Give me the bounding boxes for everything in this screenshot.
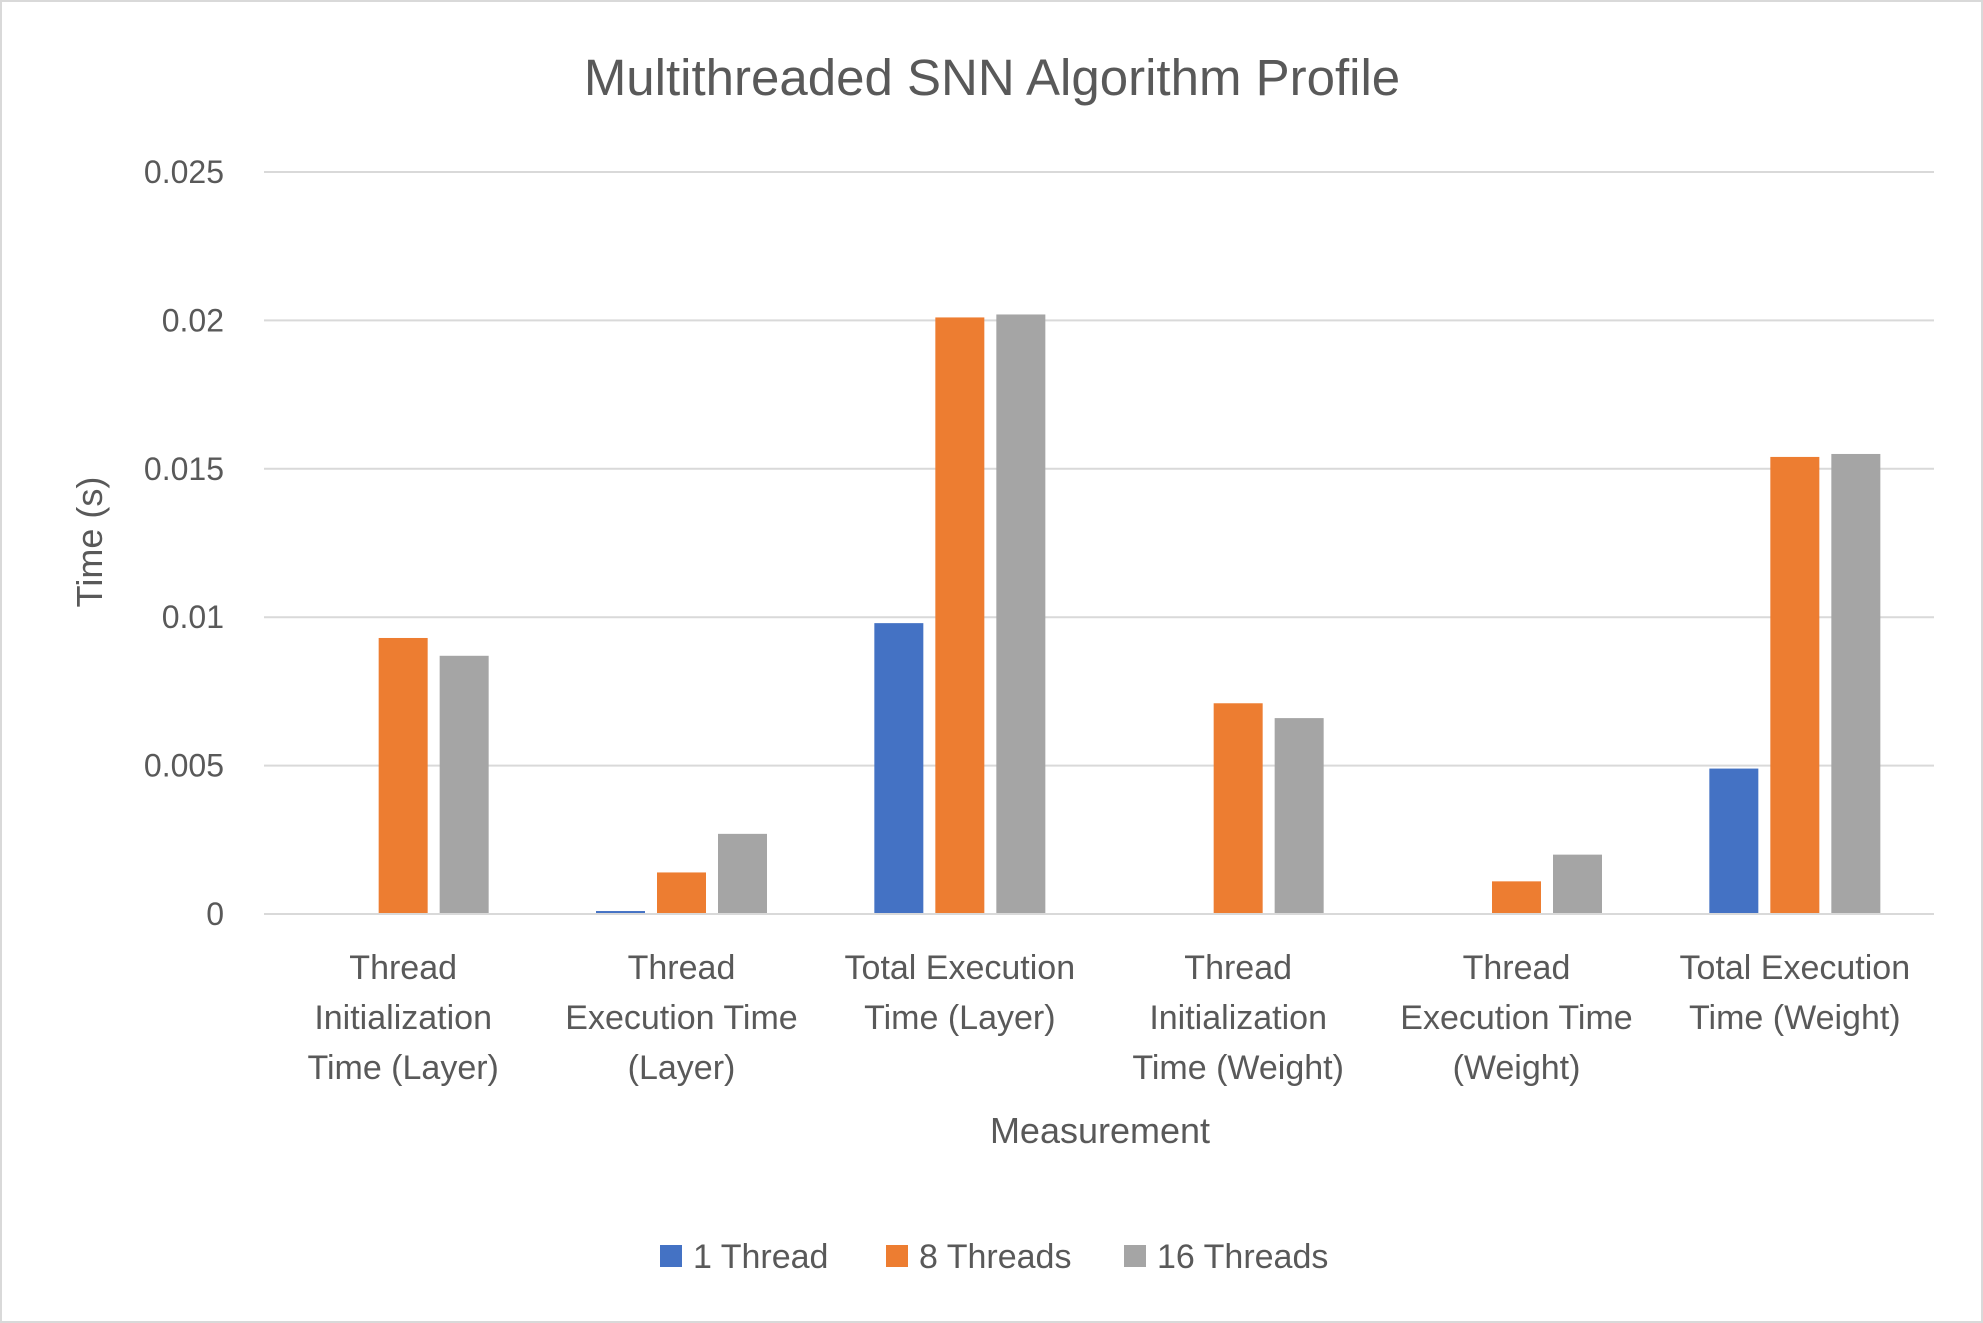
x-category-label: Thread [1463,949,1571,987]
x-category-label: Time (Layer) [307,1049,498,1087]
bar [1553,854,1602,914]
x-category-label: Time (Weight) [1132,1049,1344,1087]
legend-swatch [660,1245,682,1267]
y-tick-label: 0.01 [162,599,224,635]
chart-title: Multithreaded SNN Algorithm Profile [584,49,1400,106]
x-category-label: Thread [628,949,736,987]
x-category-label: Thread [1184,949,1292,987]
y-tick-label: 0.02 [162,302,224,338]
x-category-label: Thread [349,949,457,987]
bar [1709,768,1759,914]
x-category-label: Initialization [314,999,492,1037]
y-axis-title: Time (s) [69,477,110,608]
legend-swatch [1124,1245,1146,1267]
bar [596,911,645,914]
x-category-label: Execution Time [1400,999,1632,1037]
bar [1213,703,1263,914]
bars [378,314,1881,914]
y-tick-label: 0.005 [144,748,224,784]
legend-label: 8 Threads [919,1238,1071,1276]
bar [439,655,489,914]
bar [1770,456,1820,914]
y-tick-label: 0 [206,896,224,932]
bar [1274,718,1324,914]
bar [378,637,428,914]
x-category-label: Time (Layer) [864,999,1055,1037]
legend-label: 1 Thread [693,1238,828,1276]
x-category-label: Time (Weight) [1689,999,1901,1037]
x-category-label: Initialization [1149,999,1327,1037]
y-axis-ticks: 0 0.005 0.01 0.015 0.02 0.025 [144,154,224,932]
bar [1831,453,1881,914]
bar [657,872,706,914]
bar [874,623,924,914]
legend-label: 16 Threads [1157,1238,1328,1276]
legend: 1 Thread 8 Threads 16 Threads [660,1238,1328,1276]
y-tick-label: 0.015 [144,451,224,487]
bar [935,317,985,914]
x-category-label: Total Execution [845,949,1076,987]
x-category-label: Execution Time [565,999,797,1037]
bar [718,833,767,914]
y-tick-label: 0.025 [144,154,224,190]
gridlines [264,171,1934,767]
x-category-label: (Weight) [1453,1049,1581,1087]
bar [1492,881,1541,914]
x-axis-title: Measurement [990,1110,1210,1151]
x-category-label: Total Execution [1680,949,1911,987]
bar [996,314,1046,914]
legend-swatch [886,1245,908,1267]
x-category-label: (Layer) [628,1049,736,1087]
